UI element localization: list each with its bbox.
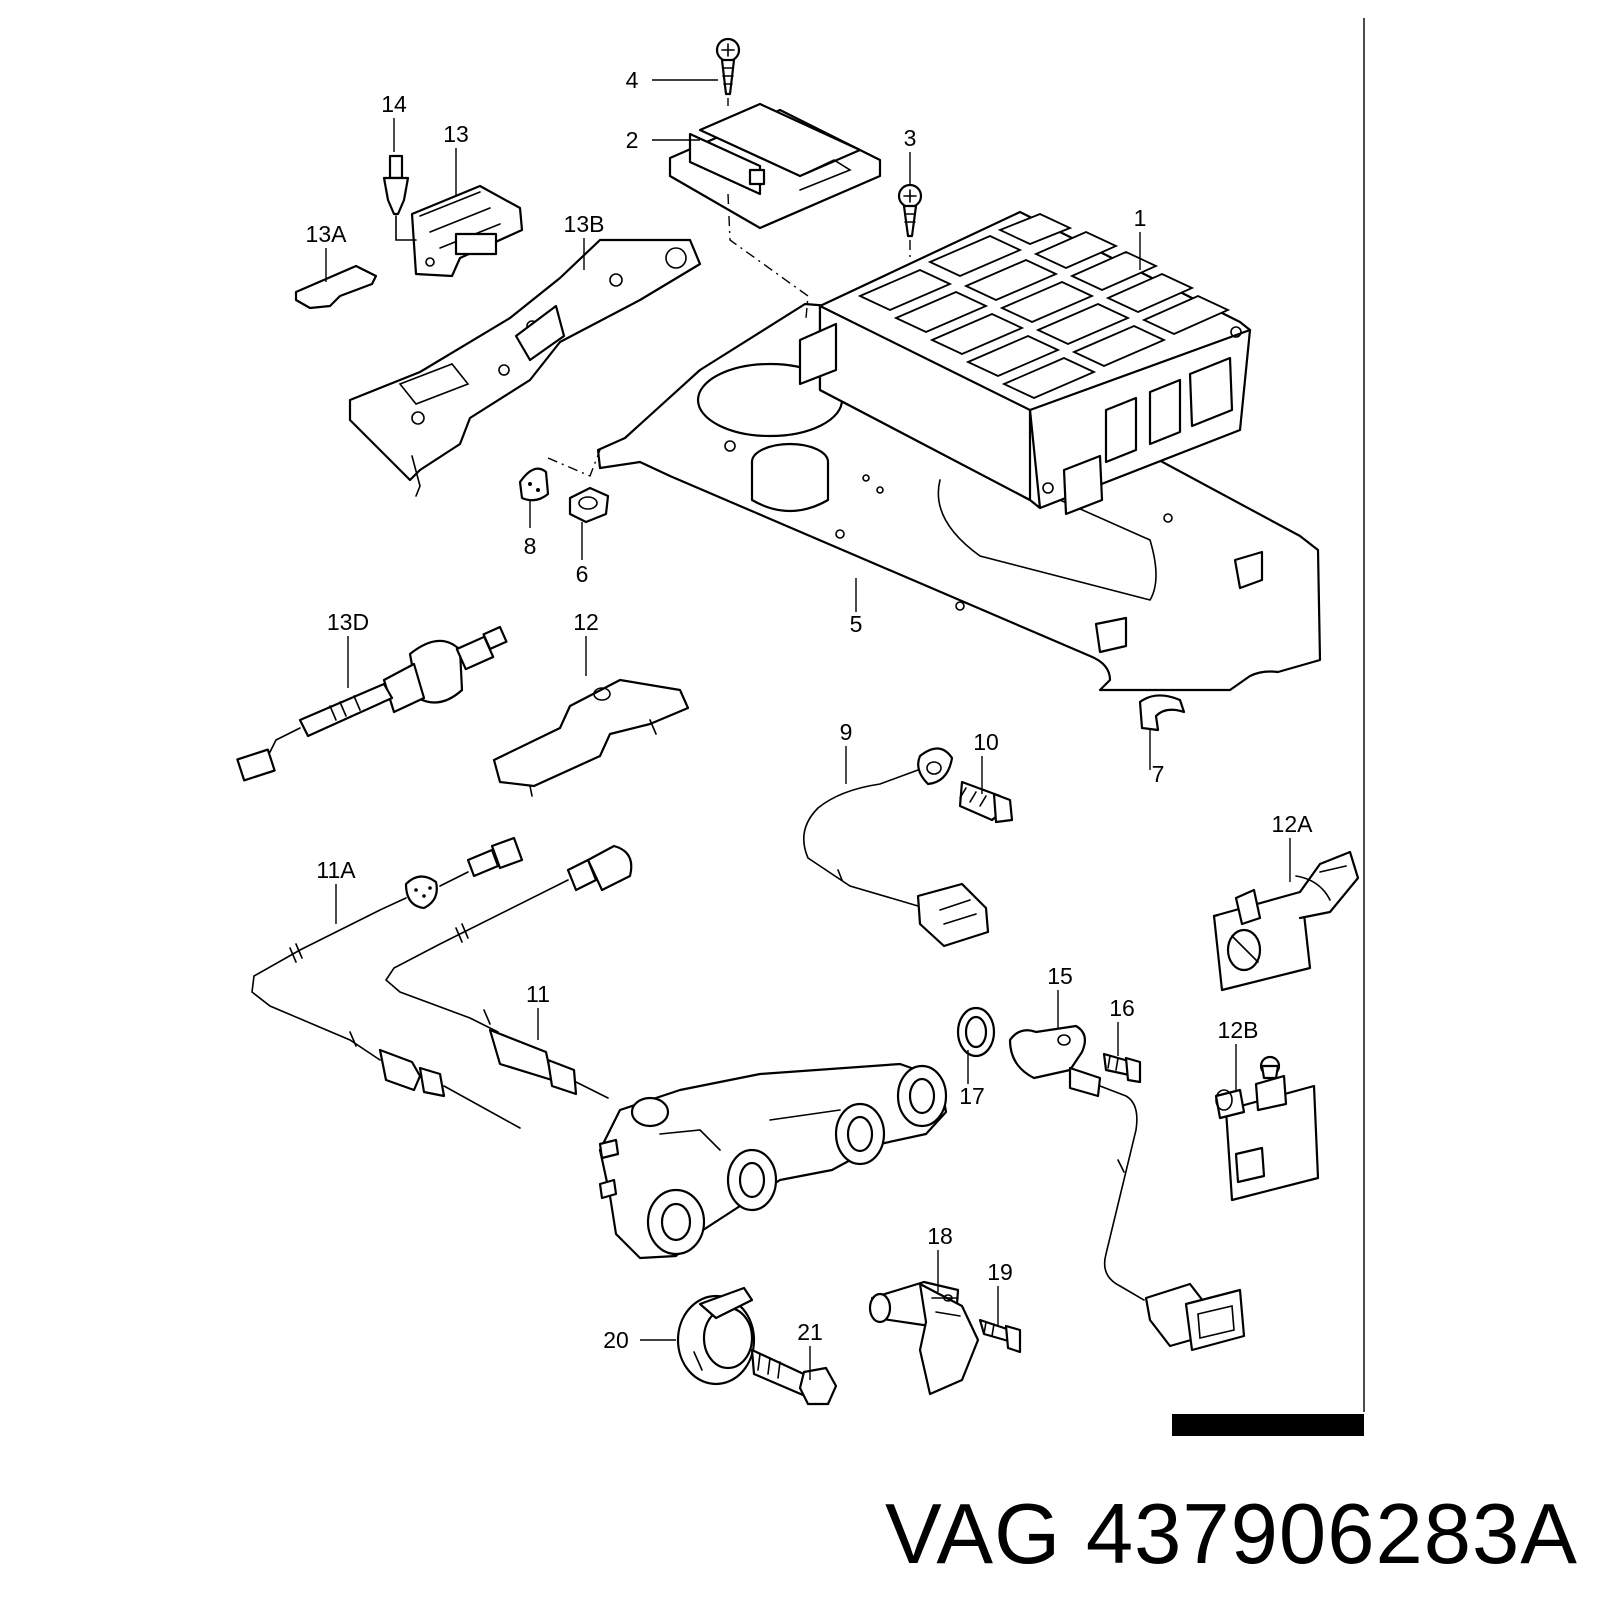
callout-11: 11 bbox=[526, 981, 550, 1007]
callout-13b: 13B bbox=[564, 211, 605, 237]
bracket-part-13b bbox=[348, 238, 702, 497]
leader-lines bbox=[325, 79, 1291, 1380]
callout-9: 9 bbox=[840, 719, 853, 745]
callout-21: 21 bbox=[797, 1319, 823, 1345]
camshaft-sensor-part-18 bbox=[868, 1280, 980, 1396]
control-module-part-2 bbox=[668, 102, 882, 230]
callout-5: 5 bbox=[850, 611, 863, 637]
relay-base-part-13 bbox=[410, 184, 524, 278]
sensor-part-13d bbox=[236, 625, 508, 782]
cap-part-8 bbox=[518, 467, 550, 502]
callout-18: 18 bbox=[927, 1223, 953, 1249]
callout-13: 13 bbox=[443, 121, 469, 147]
solenoid-valve-part-12b bbox=[1214, 1055, 1320, 1202]
bolt-part-21 bbox=[750, 1348, 838, 1406]
callout-12: 12 bbox=[573, 609, 599, 635]
bolt-part-19 bbox=[978, 1318, 1022, 1354]
temp-sensor-part-11 bbox=[384, 844, 633, 1099]
credit-text: Diagrams provided by catalogs parts bbox=[1187, 1421, 1349, 1432]
callout-16: 16 bbox=[1109, 995, 1135, 1021]
callout-3: 3 bbox=[904, 125, 917, 151]
assembly-line bbox=[547, 449, 601, 477]
callout-14: 14 bbox=[381, 91, 407, 117]
callout-7: 7 bbox=[1152, 761, 1165, 787]
screw-part-4 bbox=[715, 37, 741, 96]
callout-17: 17 bbox=[959, 1083, 985, 1109]
callout-19: 19 bbox=[987, 1259, 1013, 1285]
callout-4: 4 bbox=[626, 67, 639, 93]
assembly-line bbox=[395, 215, 417, 241]
callout-12b: 12B bbox=[1218, 1017, 1259, 1043]
gasket-part-17 bbox=[956, 1006, 996, 1058]
clip-part-7 bbox=[1138, 694, 1186, 732]
screw-part-3 bbox=[897, 183, 923, 238]
callout-15: 15 bbox=[1047, 963, 1073, 989]
callout-6: 6 bbox=[576, 561, 589, 587]
control-unit-part-1 bbox=[798, 210, 1252, 516]
speed-sensor-part-15 bbox=[1008, 1024, 1246, 1352]
callout-11a: 11A bbox=[316, 857, 356, 883]
credit-banner bbox=[1172, 1414, 1364, 1436]
callout-12a: 12A bbox=[1272, 811, 1314, 837]
pin-part-14 bbox=[382, 154, 410, 216]
trigger-wheel-part-20 bbox=[676, 1286, 756, 1386]
callout-13a: 13A bbox=[306, 221, 348, 247]
callout-1: 1 bbox=[1134, 205, 1147, 231]
nut-part-6 bbox=[568, 486, 610, 524]
callout-10: 10 bbox=[973, 729, 999, 755]
callouts: 4 2 3 1 14 13 13A 13B 8 6 5 7 13D 12 9 1… bbox=[306, 67, 1314, 1353]
exhaust-manifold bbox=[598, 1062, 948, 1260]
bolt-part-10 bbox=[958, 780, 1014, 824]
callout-20: 20 bbox=[603, 1327, 629, 1353]
bracket-part-12 bbox=[492, 678, 690, 797]
solenoid-valve-part-12a bbox=[1212, 850, 1360, 992]
callout-2: 2 bbox=[626, 127, 639, 153]
part-number-caption: VAG 437906283A bbox=[885, 1487, 1578, 1582]
knock-sensor-part-9 bbox=[802, 747, 990, 948]
callout-13d: 13D bbox=[327, 609, 369, 635]
clip-part-13a bbox=[294, 264, 378, 310]
temp-sensor-part-11a bbox=[251, 836, 524, 1129]
bolt-part-16 bbox=[1102, 1052, 1142, 1084]
callout-8: 8 bbox=[524, 533, 537, 559]
assembly-line bbox=[727, 193, 809, 319]
